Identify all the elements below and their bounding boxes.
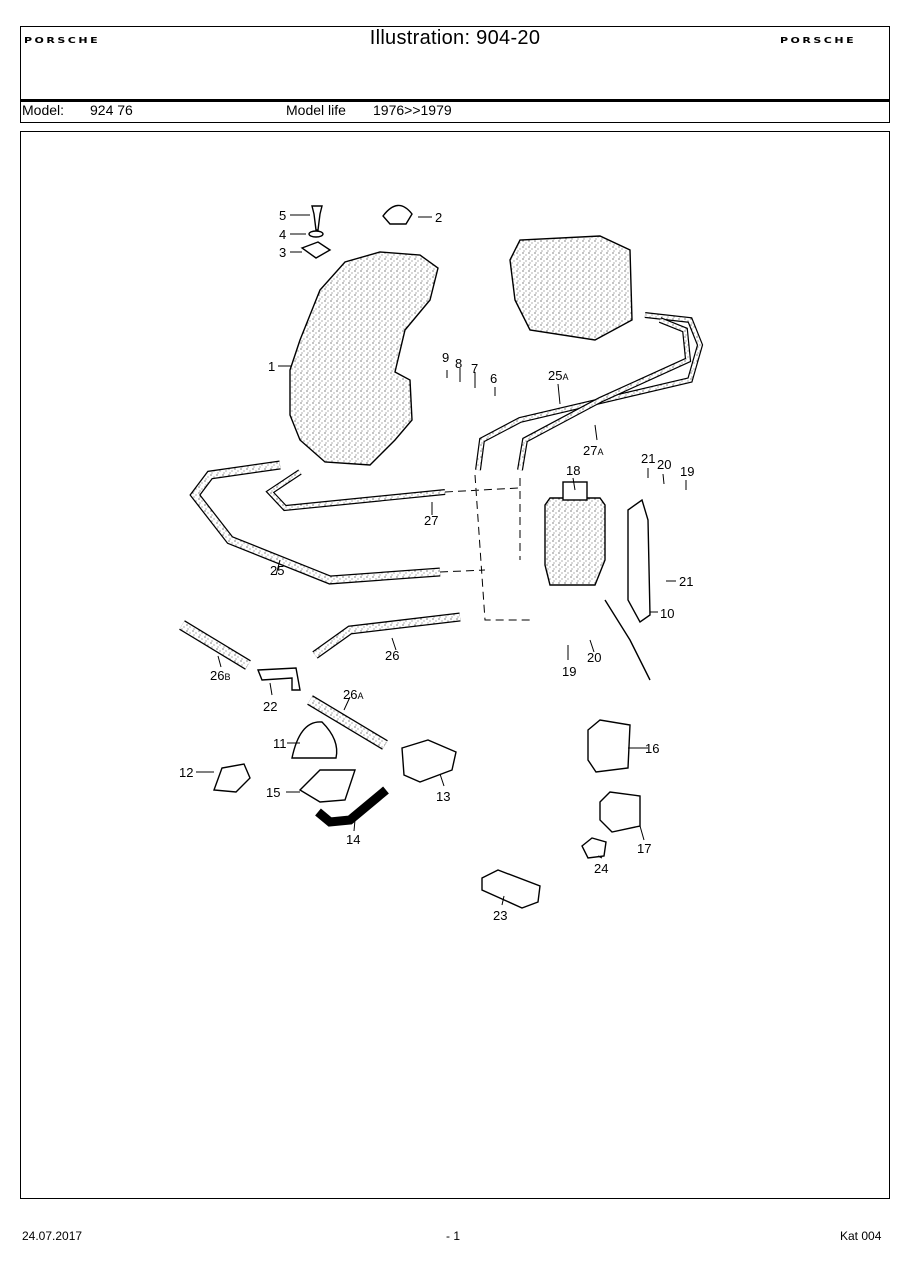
callout-label: 23	[493, 908, 507, 923]
connector-part	[581, 837, 607, 859]
callout-label: 19	[562, 664, 576, 679]
callout-label: 14	[346, 832, 360, 847]
callout-label: 25A	[548, 368, 568, 383]
model-value: 924 76	[90, 102, 133, 118]
callout-label: 8	[455, 356, 462, 371]
callout-label: 15	[266, 785, 280, 800]
callout-label: 24	[594, 861, 608, 876]
washer-part	[308, 230, 324, 238]
reservoir-part	[289, 251, 439, 466]
t-piece-part	[256, 667, 301, 691]
callout-label: 17	[637, 841, 651, 856]
porsche-logo-right: PORSCHE	[780, 36, 857, 46]
drawing-frame	[20, 131, 890, 1199]
model-life-value: 1976>>1979	[373, 102, 452, 118]
pump-part	[544, 497, 606, 586]
callout-label: 19	[680, 464, 694, 479]
callout-label: 6	[490, 371, 497, 386]
control-unit-part	[509, 235, 633, 341]
callout-label: 27	[424, 513, 438, 528]
callout-label: 12	[179, 765, 193, 780]
clip-nut-part	[300, 241, 332, 259]
relay-part	[587, 719, 631, 773]
callout-label: 3	[279, 245, 286, 260]
socket-part	[599, 791, 641, 833]
callout-label: 26A	[343, 687, 363, 702]
callout-label: 22	[263, 699, 277, 714]
hose-25	[189, 460, 441, 585]
hose-27	[265, 469, 446, 512]
check-valve-part	[401, 739, 457, 783]
callout-label: 18	[566, 463, 580, 478]
model-label: Model:	[22, 102, 65, 118]
footer-page-number: - 1	[446, 1229, 461, 1243]
callout-label: 1	[268, 359, 275, 374]
header-divider	[20, 99, 890, 102]
callout-labels: 5 4 3 2 1 9 8 7 6 25A 27A 18 21 20 19 27…	[179, 208, 694, 923]
seal-part	[213, 763, 251, 793]
callout-label: 2	[435, 210, 442, 225]
callout-label: 26	[385, 648, 399, 663]
callout-label: 27A	[583, 443, 603, 458]
callout-label: 10	[660, 606, 674, 621]
pump-cable	[604, 599, 651, 681]
callout-label: 5	[279, 208, 286, 223]
elbow-part	[315, 786, 389, 827]
footer-date: 24.07.2017	[22, 1229, 83, 1243]
bracket-part	[627, 498, 651, 624]
model-row	[20, 101, 890, 123]
callout-label: 26B	[210, 668, 230, 683]
callout-label: 25	[270, 563, 284, 578]
footer-catalog: Kat 004	[840, 1229, 882, 1243]
model-life-label: Model life	[286, 102, 346, 118]
callout-label: 13	[436, 789, 450, 804]
callout-label: 20	[587, 650, 601, 665]
cap-part	[382, 204, 413, 225]
hose-27a	[517, 317, 692, 471]
callout-label: 4	[279, 227, 286, 242]
porsche-logo-left: PORSCHE	[24, 36, 101, 46]
illustration-title: Illustration: 904-20	[369, 27, 541, 49]
housing-part	[481, 869, 541, 909]
callout-label: 21	[679, 574, 693, 589]
callout-label: 21	[641, 451, 655, 466]
callout-label: 20	[657, 457, 671, 472]
callout-label: 16	[645, 741, 659, 756]
nozzle-part	[291, 721, 338, 759]
callout-label: 11	[273, 736, 287, 751]
screw-part	[311, 205, 323, 231]
callout-label: 7	[471, 361, 478, 376]
callout-label: 9	[442, 350, 449, 365]
clip-part	[298, 769, 356, 803]
